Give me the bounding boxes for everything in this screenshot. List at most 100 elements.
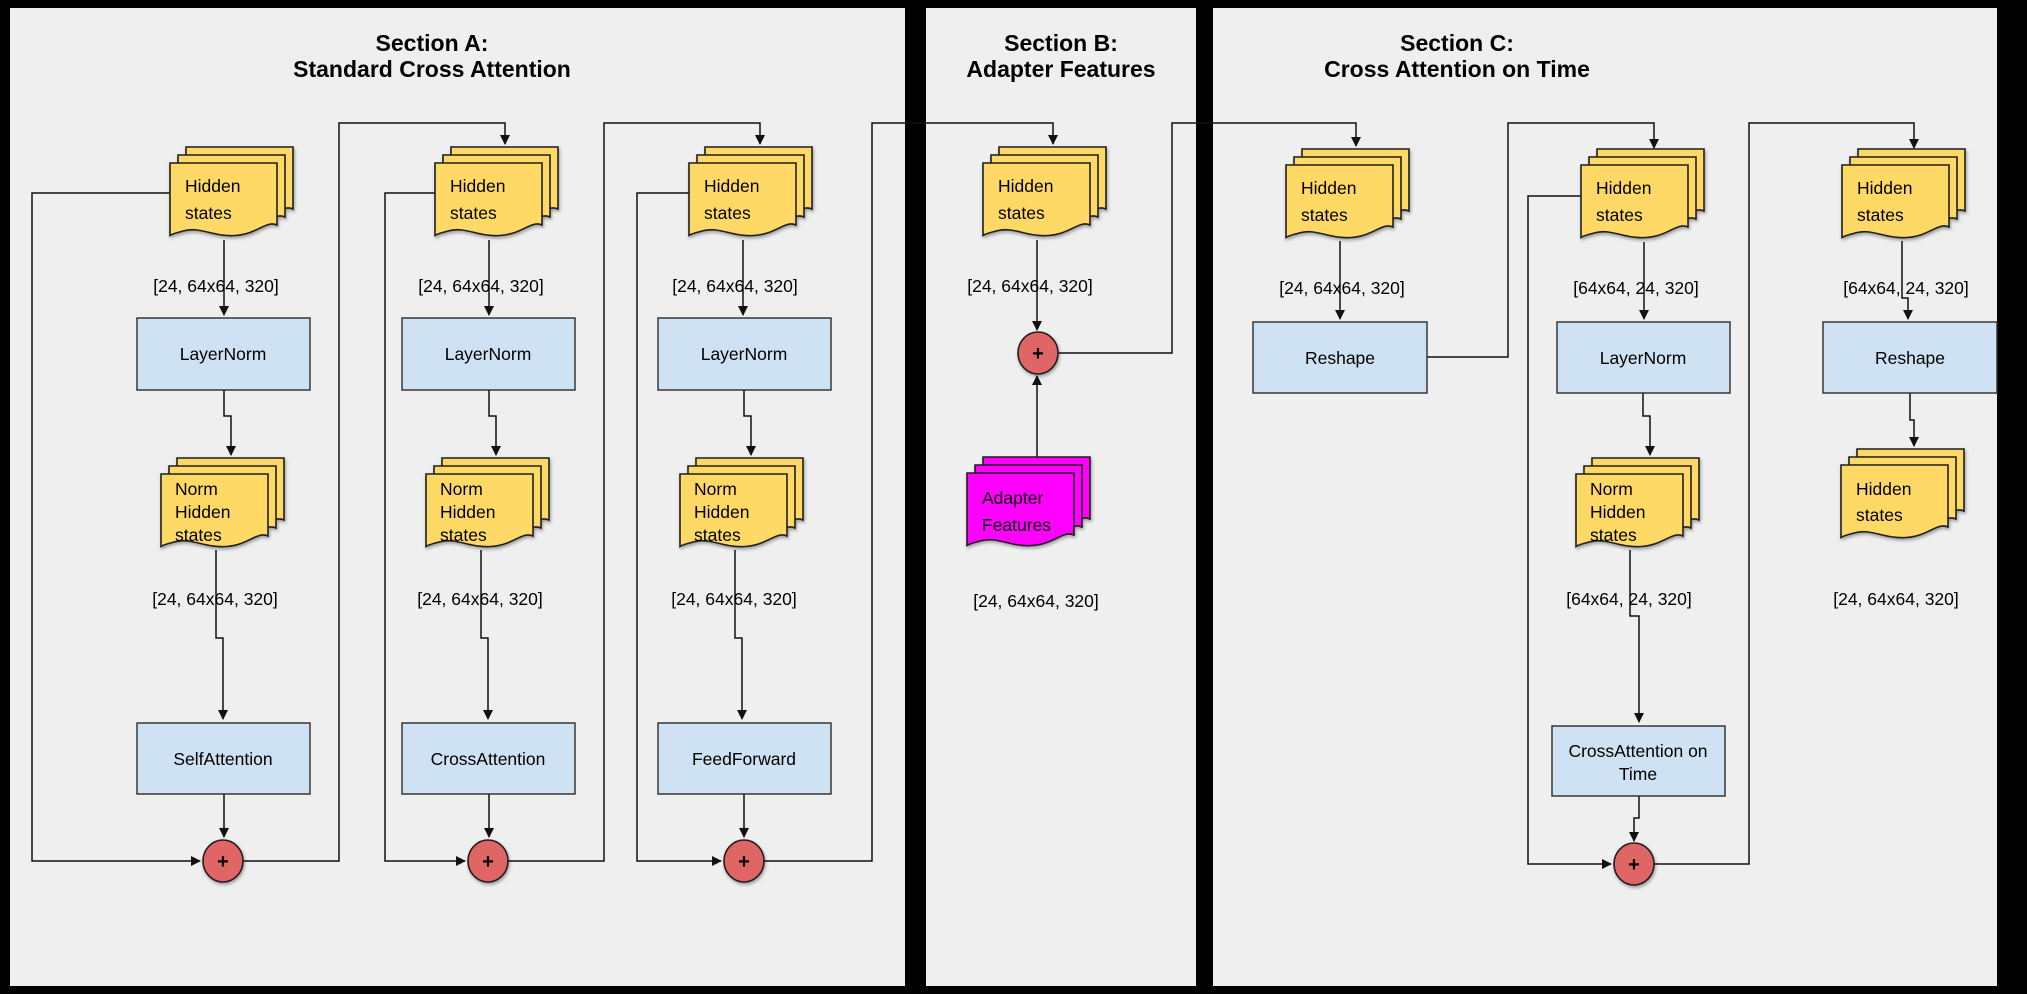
crossattention-on-time-box: CrossAttention on Time [1551,725,1726,797]
arrow-a1-layernorm-to-normdoc [223,390,236,456]
box-label: Time [1619,764,1657,784]
box-label: LayerNorm [701,344,788,364]
dims-label: [64x64, 24, 320] [1573,278,1699,298]
section-b-title-line1: Section B: [1004,30,1118,56]
doc-label: states [440,525,487,545]
plus-sign: + [482,851,494,873]
box-label: FeedForward [692,749,796,769]
doc-label: states [1301,205,1348,225]
skip-connection-a2 [384,192,466,866]
reshape-box-c1: Reshape [1252,321,1428,394]
doc-label: Hidden [1856,479,1911,499]
doc-stack-adapter-features: Adapter Features [966,456,1091,547]
doc-stack-hidden-states-b: Hidden states [982,146,1107,237]
connector-b-plus-to-c1 [1058,122,1361,354]
box-label: LayerNorm [1600,348,1687,368]
plus-sign: + [1032,343,1044,365]
section-c-title-line1: Section C: [1400,30,1514,56]
doc-label: Hidden [1590,502,1645,522]
arrow-a2-normdoc-to-crossattention [480,550,493,720]
crossattention-box: CrossAttention [401,722,576,795]
doc-label: Hidden [1596,178,1651,198]
doc-stack-hidden-states-a2: Hidden states [434,146,559,237]
doc-label: Hidden [1857,178,1912,198]
arrow-a2-layernorm-to-normdoc [488,390,501,456]
arrow-c2-normdoc-to-crossattention-time [1629,550,1644,723]
doc-stack-hidden-states-a3: Hidden states [688,146,813,237]
doc-label: Hidden [450,176,505,196]
layernorm-box-a2: LayerNorm [401,317,576,391]
layernorm-box-c2: LayerNorm [1556,321,1731,394]
doc-stack-hidden-states-out-c3: Hidden states [1840,448,1965,539]
dims-label: [24, 64x64, 320] [152,589,278,609]
doc-label: Norm [440,479,483,499]
arrow-c2-layernorm-to-normdoc [1642,393,1655,456]
doc-stack-hidden-states-c3: Hidden states [1841,148,1966,239]
doc-stack-norm-hidden-states-a1: Norm Hidden states [160,457,285,548]
connector-c1-reshape-to-c2 [1427,122,1659,358]
doc-label: states [1596,205,1643,225]
connector-c2-plus-to-c3 [1654,122,1919,865]
connector-a1-plus-to-a2 [243,122,510,862]
arrow-c2-crossattention-time-to-plus [1629,796,1640,842]
adapter-add-b: + [1017,331,1059,375]
section-c-title-line2: Cross Attention on Time [1324,56,1590,82]
dims-label: [24, 64x64, 320] [418,276,544,296]
doc-label: Hidden [175,502,230,522]
dims-label: [24, 64x64, 320] [153,276,279,296]
box-label: Reshape [1305,348,1375,368]
dims-label: [24, 64x64, 320] [417,589,543,609]
doc-label: Hidden [185,176,240,196]
box-label: CrossAttention on [1568,741,1707,761]
doc-label: states [694,525,741,545]
doc-label: states [185,203,232,223]
connector-a3-plus-to-b [764,122,1058,862]
doc-stack-norm-hidden-states-a3: Norm Hidden states [679,457,804,548]
arrow-c3-reshape-to-outdoc [1909,393,1919,447]
doc-stack-norm-hidden-states-a2: Norm Hidden states [425,457,550,548]
doc-stack-hidden-states-c1: Hidden states [1285,148,1410,239]
doc-label: Norm [1590,479,1633,499]
doc-label: Hidden [704,176,759,196]
skip-connection-a1 [31,192,201,866]
doc-label: Hidden [998,176,1053,196]
box-label: SelfAttention [173,749,272,769]
dims-label: [24, 64x64, 320] [1833,589,1959,609]
doc-label: states [1857,205,1904,225]
connectors [31,122,1919,869]
section-a-title-line2: Standard Cross Attention [293,56,571,82]
skip-connection-a3 [636,192,722,866]
doc-label: Norm [694,479,737,499]
dims-label: [24, 64x64, 320] [671,589,797,609]
doc-label: Hidden [440,502,495,522]
arrow-a1-normdoc-to-selfattention [215,550,228,720]
residual-add-a1: + [202,839,244,883]
doc-label: states [1590,525,1637,545]
connector-a2-plus-to-a3 [508,122,765,862]
plus-sign: + [217,851,229,873]
layernorm-box-a3: LayerNorm [657,317,832,391]
layernorm-box-a1: LayerNorm [136,317,311,391]
doc-stack-hidden-states-a1: Hidden states [169,146,294,237]
doc-label: Norm [175,479,218,499]
doc-label: states [175,525,222,545]
arrow-c3-doc-to-reshape [1901,241,1913,320]
box-label: LayerNorm [180,344,267,364]
box-label: CrossAttention [431,749,546,769]
residual-add-a3: + [723,839,765,883]
section-a-title-line1: Section A: [376,30,489,56]
box-label: LayerNorm [445,344,532,364]
doc-label: Adapter [982,488,1043,508]
skip-connection-c2 [1527,195,1612,869]
dims-label: [24, 64x64, 320] [1279,278,1405,298]
dims-label: [24, 64x64, 320] [973,591,1099,611]
box-label: Reshape [1875,348,1945,368]
doc-label: states [704,203,751,223]
dims-label: [64x64, 24, 320] [1843,278,1969,298]
selfattention-box: SelfAttention [136,722,311,795]
dims-label: [64x64, 24, 320] [1566,589,1692,609]
residual-add-c2: + [1613,842,1655,886]
doc-stack-norm-hidden-states-c2: Norm Hidden states [1575,457,1700,548]
plus-sign: + [738,851,750,873]
